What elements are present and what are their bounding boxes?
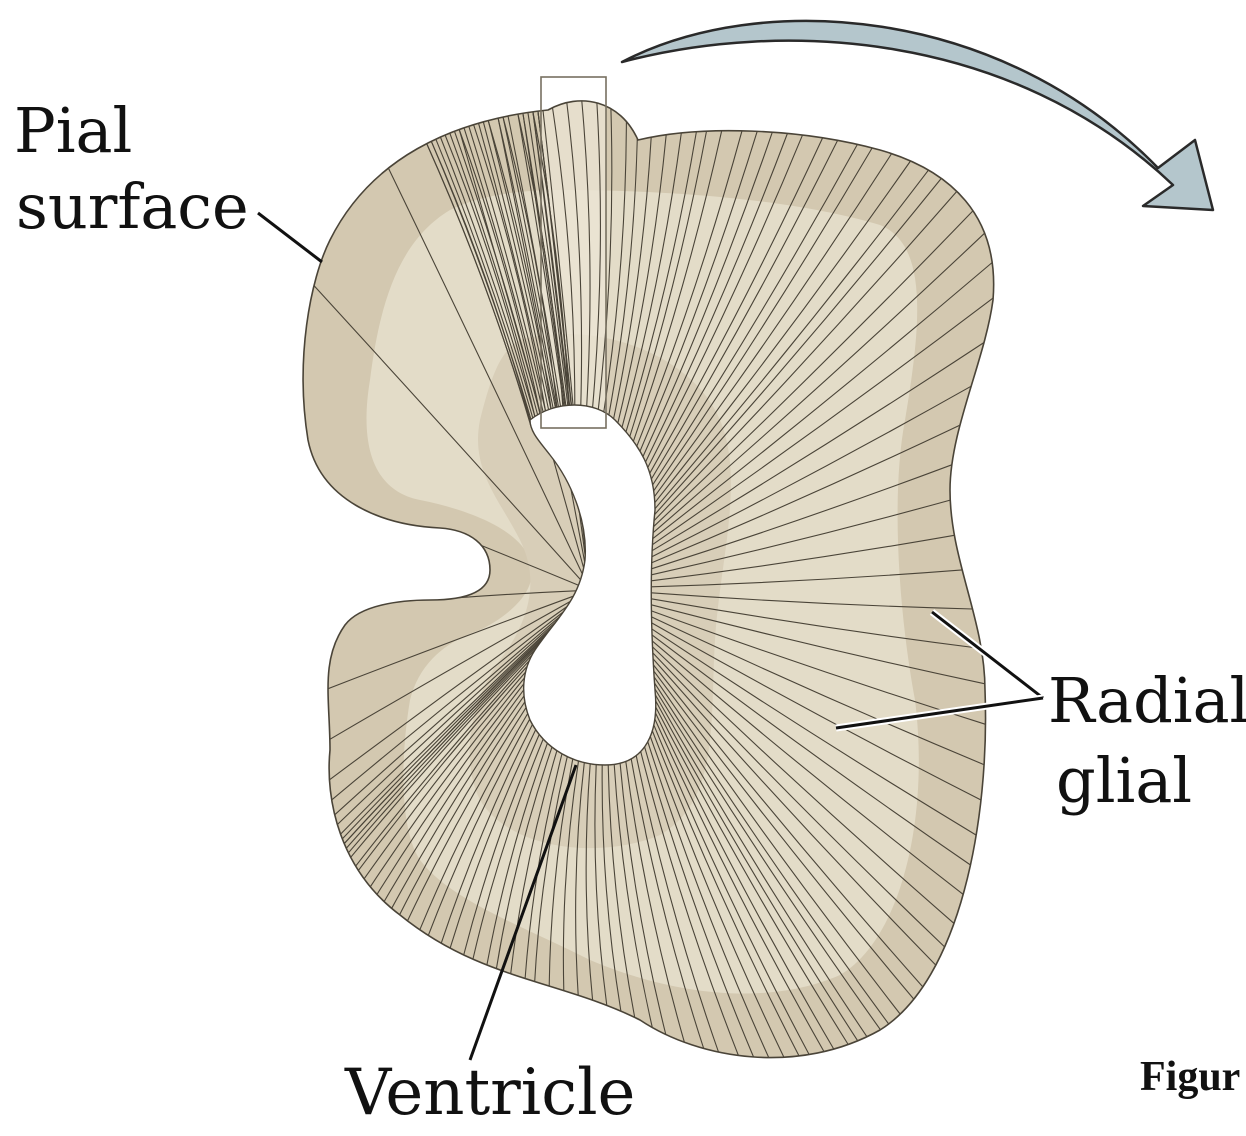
radial-glial-label-line2: glial xyxy=(1056,750,1192,812)
pial-surface-label-line1: Pial xyxy=(14,100,132,162)
pial-surface-leader xyxy=(258,213,322,262)
radial-glial-label-line1: Radial xyxy=(1048,670,1246,732)
ventricle-label: Ventricle xyxy=(345,1062,635,1124)
figure-caption-fragment: Figur xyxy=(1140,1056,1240,1098)
pial-surface-label-line2: surface xyxy=(16,176,249,238)
